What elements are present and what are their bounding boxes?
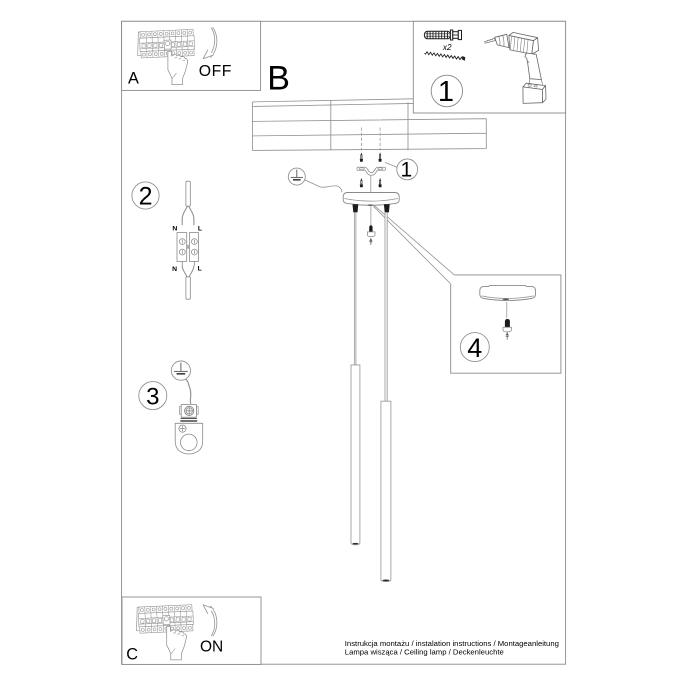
svg-text:1: 1 [401,159,413,182]
svg-text:L: L [198,225,202,232]
svg-text:1: 1 [438,76,454,108]
svg-text:ON: ON [200,638,223,655]
svg-text:A: A [128,69,139,87]
svg-text:Instrukcja montażu / instalati: Instrukcja montażu / instalation instruc… [345,639,559,648]
svg-text:OFF: OFF [199,63,232,80]
svg-text:L: L [198,266,202,273]
svg-text:2: 2 [139,182,153,210]
svg-text:4: 4 [467,333,482,363]
svg-text:N: N [172,225,177,232]
svg-text:C: C [126,645,138,663]
svg-text:N: N [172,266,177,273]
svg-text:Lampa wisząca / Ceiling lamp /: Lampa wisząca / Ceiling lamp / Deckenleu… [345,647,504,656]
svg-text:B: B [267,59,290,97]
svg-text:x2: x2 [442,43,452,52]
svg-text:3: 3 [146,384,159,411]
